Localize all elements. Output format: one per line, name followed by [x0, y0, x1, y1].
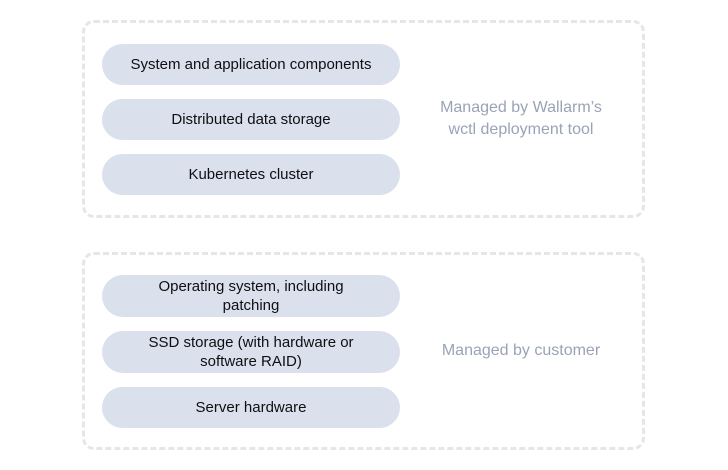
pill-label: SSD storage (with hardware or software R… [148, 333, 354, 370]
group-managed-by-customer: Operating system, including patching SSD… [82, 252, 645, 450]
pill-label: System and application components [130, 55, 372, 73]
group-caption-wallarm: Managed by Wallarm’s wctl deployment too… [440, 99, 602, 138]
pill-label: Kubernetes cluster [188, 165, 314, 183]
pill-column: System and application components Distri… [102, 43, 400, 195]
group-caption-customer: Managed by customer [441, 342, 601, 359]
group-managed-by-wallarm: System and application components Distri… [82, 20, 645, 218]
caption-area: Managed by customer [400, 255, 642, 447]
pill-server-hardware: Server hardware [102, 386, 400, 428]
pill-label: Operating system, including patching [158, 277, 344, 314]
pill-column: Operating system, including patching SSD… [102, 274, 400, 428]
pill-system-and-application-components: System and application components [102, 43, 400, 85]
pill-label: Server hardware [195, 398, 307, 416]
caption-area: Managed by Wallarm’s wctl deployment too… [400, 23, 642, 215]
pill-distributed-data-storage: Distributed data storage [102, 98, 400, 140]
pill-kubernetes-cluster: Kubernetes cluster [102, 153, 400, 195]
pill-operating-system-including-patching: Operating system, including patching [102, 274, 400, 317]
pill-ssd-storage-raid: SSD storage (with hardware or software R… [102, 330, 400, 373]
pill-label: Distributed data storage [171, 110, 331, 128]
